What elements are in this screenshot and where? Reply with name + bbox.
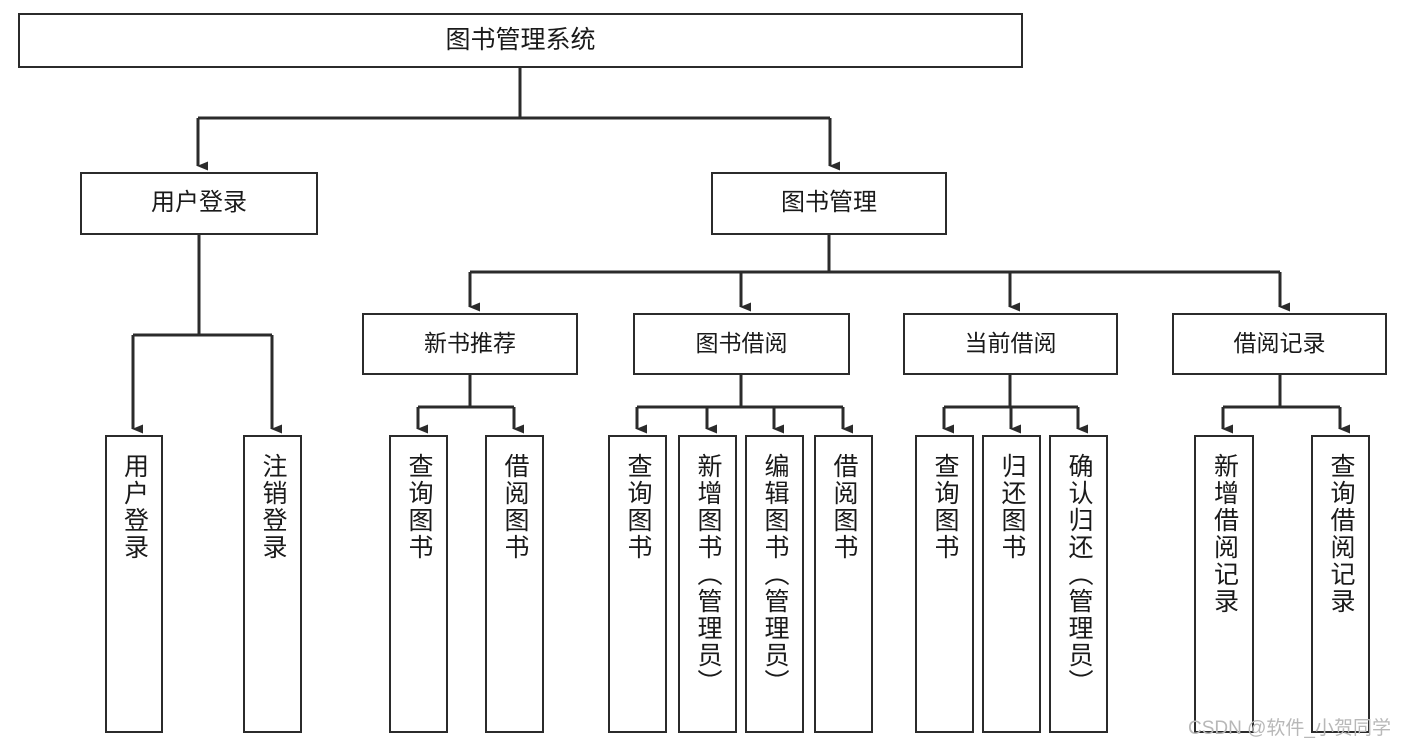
- node-leaf-logout[interactable]: 注销登录: [243, 435, 302, 733]
- node-book-management[interactable]: 图书管理: [711, 172, 947, 235]
- node-leaf-borrow-book-2-label: 借阅图书: [830, 453, 858, 561]
- node-leaf-user-login[interactable]: 用户登录: [105, 435, 163, 733]
- node-leaf-add-record[interactable]: 新增借阅记录: [1194, 435, 1254, 733]
- node-leaf-query-book-1-label: 查询图书: [405, 453, 433, 561]
- node-current-borrow[interactable]: 当前借阅: [903, 313, 1118, 375]
- node-user-login-label: 用户登录: [151, 189, 247, 217]
- node-leaf-query-record[interactable]: 查询借阅记录: [1311, 435, 1370, 733]
- node-leaf-edit-book[interactable]: 编辑图书（管理员）: [745, 435, 804, 733]
- node-new-book-recommend[interactable]: 新书推荐: [362, 313, 578, 375]
- node-leaf-edit-book-label: 编辑图书（管理员）: [761, 453, 789, 696]
- node-current-borrow-label: 当前借阅: [964, 330, 1057, 357]
- node-book-borrow-label: 图书借阅: [695, 330, 788, 357]
- node-leaf-logout-label: 注销登录: [259, 453, 287, 561]
- node-user-login[interactable]: 用户登录: [80, 172, 318, 235]
- node-leaf-return-book-label: 归还图书: [998, 453, 1026, 561]
- node-leaf-add-book[interactable]: 新增图书（管理员）: [678, 435, 737, 733]
- node-leaf-borrow-book-2[interactable]: 借阅图书: [814, 435, 873, 733]
- node-book-borrow[interactable]: 图书借阅: [633, 313, 850, 375]
- node-root-label: 图书管理系统: [445, 25, 596, 54]
- node-leaf-query-book-3-label: 查询图书: [931, 453, 959, 561]
- node-leaf-confirm-return[interactable]: 确认归还（管理员）: [1049, 435, 1108, 733]
- node-leaf-query-book-2-label: 查询图书: [624, 453, 652, 561]
- node-book-management-label: 图书管理: [781, 189, 877, 217]
- node-borrow-record[interactable]: 借阅记录: [1172, 313, 1387, 375]
- node-root[interactable]: 图书管理系统: [18, 13, 1023, 68]
- node-leaf-add-book-label: 新增图书（管理员）: [694, 453, 722, 696]
- node-leaf-user-login-label: 用户登录: [120, 453, 149, 561]
- node-borrow-record-label: 借阅记录: [1233, 330, 1326, 357]
- node-leaf-query-record-label: 查询借阅记录: [1327, 453, 1355, 615]
- node-leaf-confirm-return-label: 确认归还（管理员）: [1065, 453, 1093, 696]
- node-leaf-add-record-label: 新增借阅记录: [1210, 453, 1239, 615]
- node-leaf-borrow-book-1-label: 借阅图书: [501, 453, 529, 561]
- node-leaf-return-book[interactable]: 归还图书: [982, 435, 1041, 733]
- node-leaf-query-book-2[interactable]: 查询图书: [608, 435, 667, 733]
- node-leaf-borrow-book-1[interactable]: 借阅图书: [485, 435, 544, 733]
- node-new-book-recommend-label: 新书推荐: [424, 330, 516, 357]
- node-leaf-query-book-3[interactable]: 查询图书: [915, 435, 974, 733]
- csdn-watermark: CSDN @软件_小贺同学: [1188, 718, 1391, 739]
- node-leaf-query-book-1[interactable]: 查询图书: [389, 435, 448, 733]
